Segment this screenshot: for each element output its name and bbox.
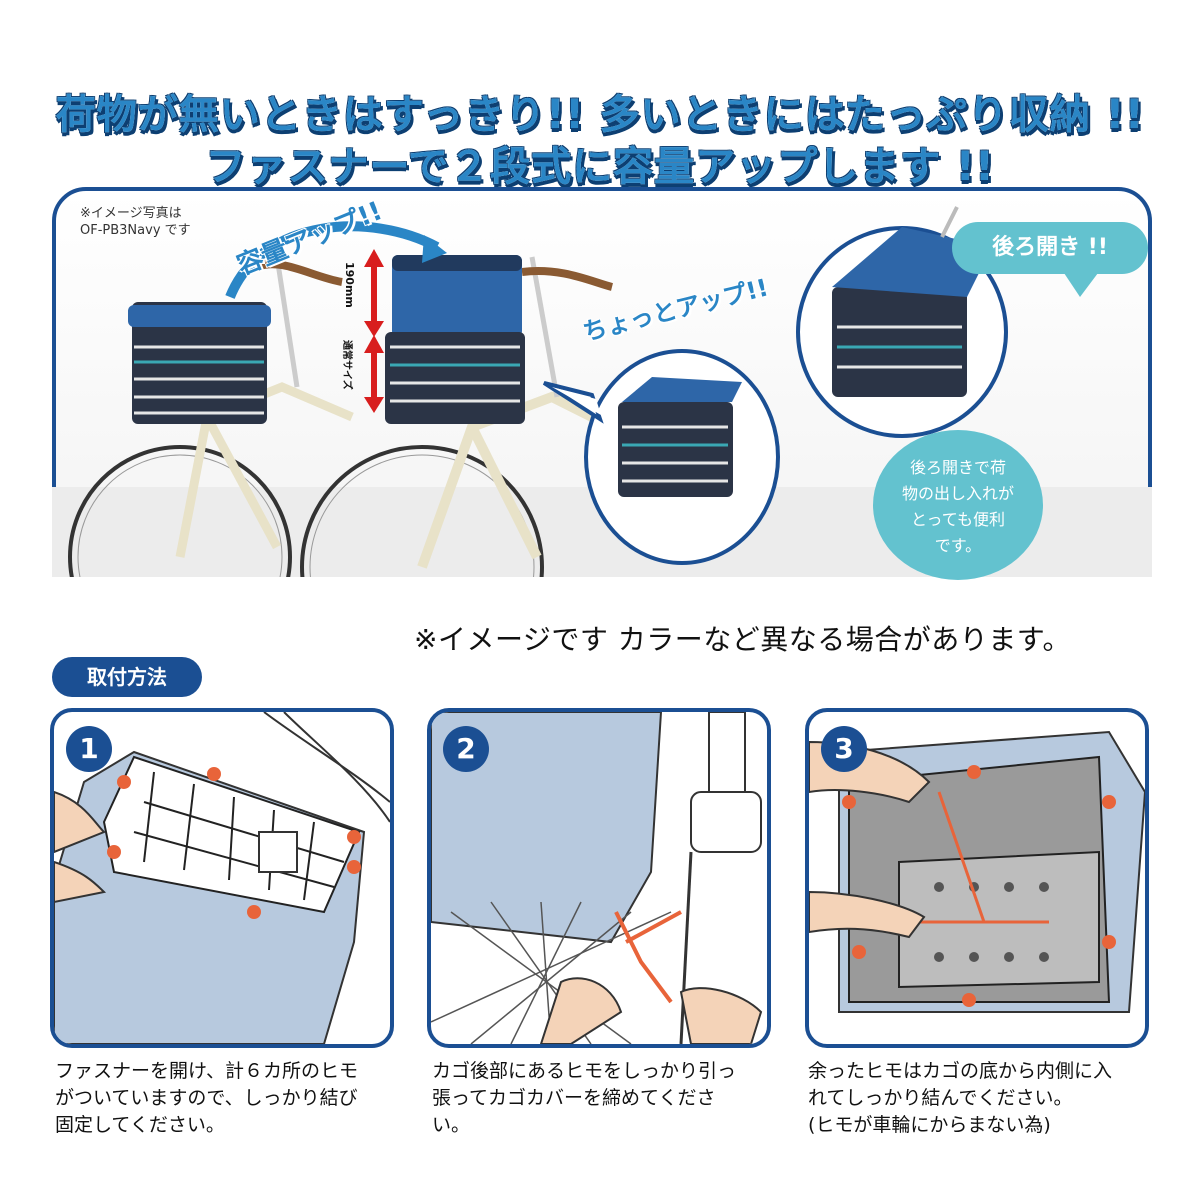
- dimension-normal-label: 通常サイズ: [341, 340, 352, 390]
- dimension-190-label: 190mm: [343, 262, 356, 308]
- installation-method-badge: 取付方法: [52, 657, 202, 697]
- step-2-number: 2: [443, 726, 489, 772]
- step-1-description: ファスナーを開け、計６カ所のヒモ がついていますので、しっかり結び 固定してくだ…: [55, 1060, 359, 1136]
- step-2-illustration: [431, 712, 763, 1044]
- headline-line-2: ファスナーで２段式に容量アップします !!: [205, 144, 995, 190]
- image-disclaimer: ※イメージです カラーなど異なる場合があります。: [414, 623, 1072, 656]
- step-3-number: 3: [821, 726, 867, 772]
- capacity-arrow: [225, 221, 440, 299]
- back-open-circle: [796, 206, 1008, 438]
- small-up-bubble: [542, 349, 780, 565]
- step-3-description: 余ったヒモはカゴの底から内側に入 れてしっかり結んでください。 (ヒモが車輪にか…: [808, 1060, 1113, 1136]
- dimension-arrows: [364, 249, 384, 413]
- step-1-number: 1: [66, 726, 112, 772]
- back-open-badge: 後ろ開き !!: [952, 222, 1148, 274]
- basket-1-cover: [128, 302, 271, 424]
- hero-illustration: [52, 206, 1152, 577]
- headline-line-1: 荷物が無いときはすっきり!! 多いときにはたっぷり収納 !!: [55, 92, 1145, 138]
- step-2-description: カゴ後部にあるヒモをしっかり引っ 張ってカゴカバーを締めてくださ い。: [432, 1060, 737, 1136]
- step-3-illustration: [809, 730, 1145, 1013]
- back-open-description: 後ろ開きで荷 物の出し入れが とっても便利 です。: [873, 430, 1043, 580]
- image-photo-note: ※イメージ写真は OF-PB3Navy です: [80, 206, 191, 238]
- step-3-panel: 3: [805, 708, 1149, 1048]
- basket-2-cover-expanded: [385, 255, 525, 424]
- step-2-panel: 2: [427, 708, 771, 1048]
- step-1-panel: 1: [50, 708, 394, 1048]
- step-1-illustration: [54, 712, 390, 1044]
